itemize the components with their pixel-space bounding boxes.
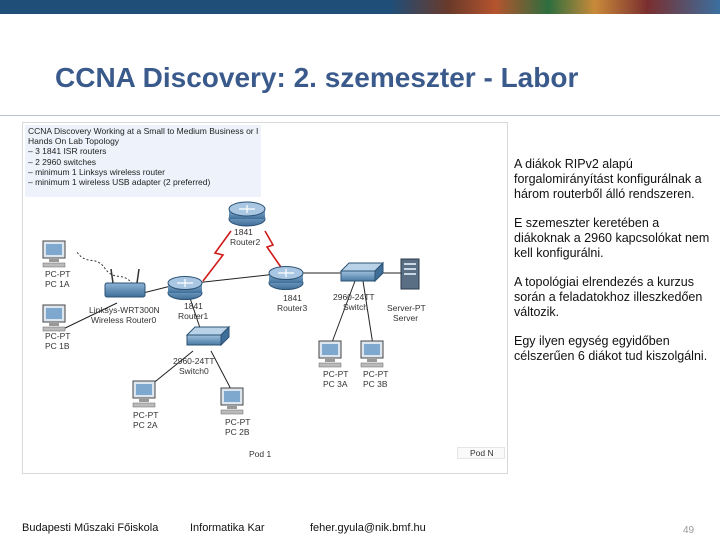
switch0-label: 2960-24TT Switch0 (173, 356, 215, 376)
info-line: CCNA Discovery Working at a Small to Med… (28, 126, 258, 136)
link-switch0-pc2a (150, 350, 194, 386)
topology-links (42, 201, 420, 415)
info-line: – 3 1841 ISR routers (28, 146, 107, 157)
link-switch-pc3b (362, 280, 374, 346)
pc-3a-icon (318, 340, 342, 368)
pc-3b-model: PC-PT (363, 369, 389, 379)
server-name: Server (393, 313, 419, 323)
slide-title: CCNA Discovery: 2. szemeszter - Labor (55, 62, 579, 93)
wireless-router-label: Linksys-WRT300N Wireless Router0 (89, 305, 160, 325)
link-r1-switch0 (188, 294, 202, 332)
pc-1b-icon (42, 304, 66, 332)
pc-3b-icon (360, 340, 384, 368)
router1-icon (167, 276, 203, 300)
switch-name: Switch (343, 302, 369, 312)
pc-1a-label: PC-PT PC 1A (45, 269, 71, 289)
wireless-name: Wireless Router0 (91, 315, 157, 325)
pc-3b-label: PC-PT PC 3B (363, 369, 389, 389)
switch-icon (339, 261, 385, 283)
footer-department: Informatika Kar (190, 522, 265, 534)
router2-icon (228, 201, 266, 227)
pc-3a-model: PC-PT (323, 369, 349, 379)
router1-label: 1841 Router1 (178, 301, 208, 321)
router3-label: 1841 Router3 (277, 293, 307, 313)
info-line: Hands On Lab Topology (28, 136, 120, 147)
wireless-model: Linksys-WRT300N (89, 305, 160, 315)
pc-1a-model: PC-PT (45, 269, 71, 279)
wireless-router-icon (104, 268, 146, 298)
link-switch0-pc2b (210, 350, 234, 394)
switch0-icon (185, 325, 231, 347)
wireless-signal (76, 252, 134, 285)
pod-n-label: Pod N (457, 447, 505, 459)
pc-2b-name: PC 2B (225, 427, 250, 437)
pc-1a-name: PC 1A (45, 279, 70, 289)
serial-link-r2-r1 (202, 230, 232, 282)
topology-info-box: CCNA Discovery Working at a Small to Med… (25, 125, 261, 197)
pc-2b-model: PC-PT (225, 417, 251, 427)
description-paragraph: A topológiai elrendezés a kurzus során a… (514, 275, 703, 319)
server-icon (400, 258, 420, 290)
pc-3a-label: PC-PT PC 3A (323, 369, 349, 389)
pod-1-label: Pod 1 (249, 449, 272, 459)
pc-2b-icon (220, 387, 244, 415)
pc-3b-name: PC 3B (363, 379, 388, 389)
pc-2a-name: PC 2A (133, 420, 158, 430)
pc-2b-label: PC-PT PC 2B (225, 417, 251, 437)
footer-email: feher.gyula@nik.bmf.hu (310, 522, 426, 534)
router1-model: 1841 (184, 301, 203, 311)
link-wireless-pc1b (58, 302, 118, 332)
banner-photo-strip (390, 0, 720, 14)
description-paragraph: E szemeszter keretében a diákoknak a 296… (514, 216, 710, 260)
pc-1b-model: PC-PT (45, 331, 71, 341)
info-line: – 2 2960 switches (28, 156, 97, 167)
router2-model: 1841 (234, 227, 253, 237)
switch-model: 2960-24TT (333, 292, 375, 302)
pc-1a-icon (42, 240, 66, 268)
link-switch-pc3a (330, 280, 356, 346)
switch0-name: Switch0 (179, 366, 209, 376)
pc-1b-name: PC 1B (45, 341, 70, 351)
serial-link-r2-r3 (264, 230, 286, 274)
footer-school: Budapesti Műszaki Főiskola (22, 522, 159, 534)
router3-model: 1841 (283, 293, 302, 303)
pc-2a-label: PC-PT PC 2A (133, 410, 159, 430)
switch-label: 2960-24TT Switch (333, 292, 375, 312)
info-line: – minimum 1 wireless USB adapter (2 pref… (28, 177, 211, 188)
title-divider (0, 115, 720, 116)
info-line: – minimum 1 Linksys wireless router (28, 166, 165, 177)
router1-name: Router1 (178, 311, 209, 321)
router2-label: 1841 Router2 (230, 227, 260, 247)
pc-3a-name: PC 3A (323, 379, 348, 389)
router2-name: Router2 (230, 237, 261, 247)
pc-2a-model: PC-PT (133, 410, 159, 420)
router3-name: Router3 (277, 303, 308, 313)
description-paragraph: A diákok RIPv2 alapú forgalomirányítást … (514, 157, 702, 201)
topology-diagram: CCNA Discovery Working at a Small to Med… (22, 122, 508, 474)
server-model: Server-PT (387, 303, 426, 313)
page-number: 49 (683, 525, 695, 536)
pc-2a-icon (132, 380, 156, 408)
top-banner (0, 0, 720, 14)
switch0-model: 2960-24TT (173, 356, 215, 366)
pc-1b-label: PC-PT PC 1B (45, 331, 71, 351)
description-column: A diákok RIPv2 alapú forgalomirányítást … (514, 157, 714, 378)
router3-icon (268, 266, 304, 290)
description-paragraph: Egy ilyen egység egyidőben célszerűen 6 … (514, 334, 708, 363)
server-label: Server-PT Server (387, 303, 426, 323)
